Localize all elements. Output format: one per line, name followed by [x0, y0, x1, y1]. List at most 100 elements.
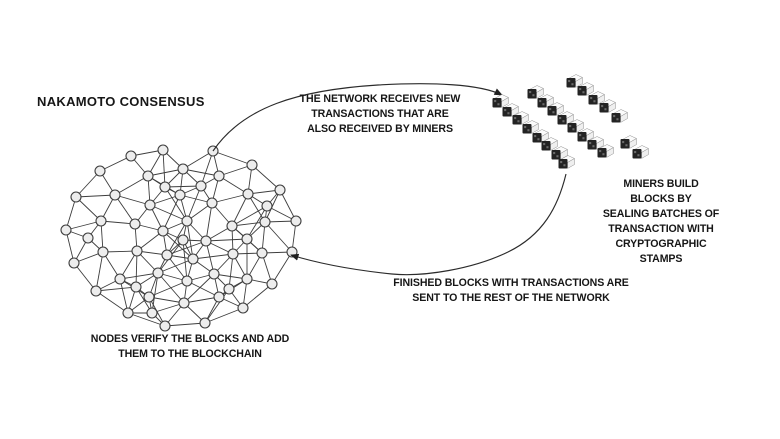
miner-block-icon	[512, 111, 530, 125]
network-edge	[166, 240, 207, 256]
network-node	[259, 216, 271, 228]
network-node	[241, 273, 253, 285]
network-edge	[151, 272, 159, 314]
network-edge	[204, 288, 230, 324]
miner-block-icon	[620, 135, 638, 149]
page-title: NAKAMOTO CONSENSUS	[37, 94, 205, 109]
network-node	[195, 180, 207, 192]
arrow-miners-to-network	[290, 173, 567, 276]
network-edge	[135, 250, 138, 288]
network-node	[213, 291, 225, 303]
network-node	[266, 278, 278, 290]
miner-block-icon	[611, 109, 629, 123]
network-node	[256, 247, 268, 259]
network-edge	[75, 170, 101, 198]
network-node	[290, 215, 302, 227]
miner-block-icon	[558, 155, 576, 169]
network-edge	[148, 280, 188, 298]
network-edge	[182, 239, 188, 282]
network-node	[142, 170, 154, 182]
network-edge	[242, 283, 273, 309]
network-edge	[102, 250, 138, 253]
miner-block-icon	[537, 94, 555, 108]
network-edge	[231, 193, 249, 227]
network-node	[241, 233, 253, 245]
network-edge	[127, 312, 166, 327]
network-node	[161, 249, 173, 261]
miner-block-icon	[541, 137, 559, 151]
network-edge	[162, 194, 181, 232]
network-edge	[183, 273, 215, 304]
network-node	[178, 297, 190, 309]
network-edge	[114, 194, 151, 206]
network-node	[109, 189, 121, 201]
network-edge	[211, 193, 249, 204]
network-edge	[114, 175, 149, 196]
network-edge	[279, 189, 297, 222]
network-edge	[205, 238, 248, 242]
network-edge	[65, 220, 102, 231]
network-graph	[60, 144, 302, 332]
network-edge	[164, 322, 206, 327]
network-node	[131, 245, 143, 257]
miner-block-icon	[492, 94, 510, 108]
miner-block-icon	[522, 120, 540, 134]
network-edge	[204, 307, 244, 324]
network-node	[152, 267, 164, 279]
network-node	[226, 220, 238, 232]
network-edge	[114, 194, 136, 225]
miner-grid	[492, 74, 650, 169]
network-edge	[119, 272, 159, 280]
network-edge	[218, 164, 253, 177]
network-node	[242, 188, 254, 200]
network-edge	[182, 150, 214, 170]
miner-block-icon	[532, 129, 550, 143]
network-edge	[205, 202, 213, 242]
network-edge	[119, 278, 129, 314]
miner-block-icon	[587, 136, 605, 150]
network-node	[261, 200, 273, 212]
network-node	[82, 232, 94, 244]
network-node	[157, 144, 169, 156]
miner-block-icon	[632, 145, 650, 159]
network-edge	[200, 150, 214, 187]
network-node	[129, 218, 141, 230]
network-node	[144, 199, 156, 211]
network-edge	[183, 296, 220, 304]
miner-block-icon	[597, 144, 615, 158]
network-edge	[95, 251, 104, 292]
network-edge	[231, 205, 268, 227]
network-edge	[162, 149, 166, 188]
miner-block-icon	[527, 85, 545, 99]
network-node	[213, 170, 225, 182]
network-node	[143, 291, 155, 303]
network-node	[227, 248, 239, 260]
network-node	[60, 224, 72, 236]
network-edge	[271, 251, 293, 285]
network-edge	[166, 220, 188, 256]
network-node	[94, 165, 106, 177]
network-edge	[186, 185, 202, 222]
network-edge	[75, 196, 102, 222]
network-node	[208, 268, 220, 280]
miner-block-icon	[557, 111, 575, 125]
network-edge	[147, 168, 184, 177]
miner-block-icon	[588, 91, 606, 105]
network-node	[70, 191, 82, 203]
network-nodes	[60, 144, 302, 332]
network-node	[97, 246, 109, 258]
network-edge	[228, 253, 234, 290]
network-node	[274, 184, 286, 196]
network-edge	[205, 240, 215, 275]
network-node	[159, 320, 171, 332]
network-edge	[164, 186, 188, 222]
network-edge	[157, 258, 194, 274]
network-node	[246, 159, 258, 171]
network-edge	[246, 205, 268, 240]
miner-block-icon	[566, 74, 584, 88]
network-edge	[65, 196, 77, 231]
flow-arrows	[212, 83, 567, 276]
network-edge	[148, 296, 185, 304]
network-node	[68, 257, 80, 269]
miner-block-icon	[502, 103, 520, 117]
